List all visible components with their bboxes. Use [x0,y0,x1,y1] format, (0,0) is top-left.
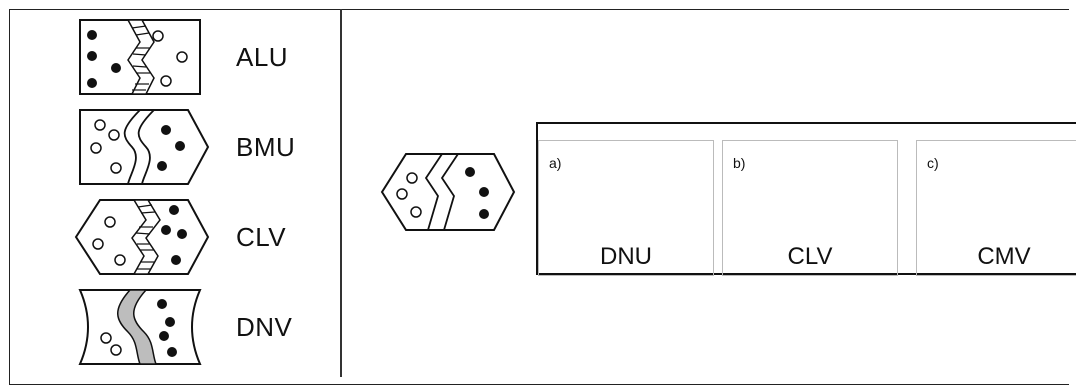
option-b[interactable]: b) CLV [722,140,898,276]
option-a[interactable]: a) DNU [538,140,714,276]
legend-label-alu: ALU [236,42,289,72]
legend-label-bmu: BMU [236,132,296,162]
option-c-letter: c) [927,155,939,171]
option-c[interactable]: c) CMV [916,140,1076,276]
legend-divider [340,9,342,377]
shape-bmu-icon [79,109,210,185]
answer-options-panel: a) DNU b) CLV c) CMV [536,122,1076,276]
option-a-code: DNU [600,243,652,270]
option-c-code: CMV [977,243,1031,270]
legend-row-bmu: BMU [70,102,340,188]
legend-row-dnv: DNV [70,282,340,368]
shape-clv-icon [74,199,210,275]
legend-label-dnv: DNV [236,312,293,342]
question-figure [378,150,518,241]
question-shape-icon [380,153,516,231]
legend-row-clv: CLV [70,192,340,278]
legend-row-alu: ALU [70,12,340,98]
option-a-letter: a) [549,155,562,171]
shape-alu-icon [79,19,201,95]
legend-label-clv: CLV [236,222,287,252]
option-b-letter: b) [733,155,746,171]
option-b-code: CLV [787,243,833,270]
shape-dnv-icon [78,289,202,365]
